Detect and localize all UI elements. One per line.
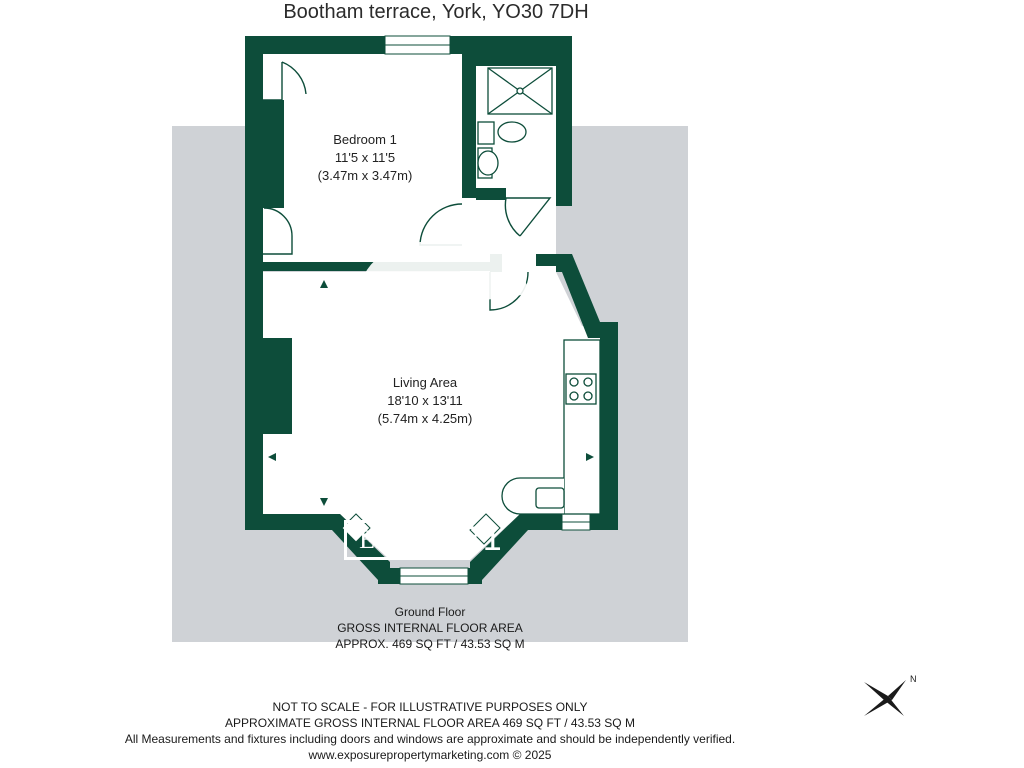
room-metric: (5.74m x 4.25m) (377, 411, 473, 426)
measure-arrows (268, 280, 594, 506)
floor-name: Ground Floor (394, 605, 466, 619)
address-title: Bootham terrace, York, YO30 7DH (283, 1, 589, 23)
bathroom-fixtures (477, 67, 553, 179)
walls (245, 36, 618, 584)
watermark-year: 1871 (426, 520, 502, 558)
kitchen-fixtures (501, 339, 601, 515)
footer-line-1: NOT TO SCALE - FOR ILLUSTRATIVE PURPOSES… (272, 700, 588, 714)
footer-line-3: All Measurements and fixtures including … (124, 732, 736, 746)
watermark-letter: S (340, 176, 547, 523)
room-metric: (3.47m x 3.47m) (317, 168, 413, 183)
room-label-living: Living Area 18'10 x 13'11 (5.74m x 4.25m… (350, 374, 500, 428)
north-arrow-icon: N (864, 674, 917, 716)
room-name: Bedroom 1 (333, 132, 397, 147)
floor-summary: Ground Floor GROSS INTERNAL FLOOR AREA A… (300, 604, 560, 652)
watermark-est: Est. (344, 520, 414, 560)
room-name: Living Area (392, 375, 458, 390)
room-label-bedroom: Bedroom 1 11'5 x 11'5 (3.47m x 3.47m) (290, 131, 440, 185)
floor-gross-label: GROSS INTERNAL FLOOR AREA (337, 621, 523, 635)
floor-approx-area: APPROX. 469 SQ FT / 43.53 SQ M (335, 637, 525, 651)
room-imperial: 18'10 x 13'11 (387, 393, 463, 408)
footer-line-4: www.exposurepropertymarketing.com © 2025 (308, 748, 552, 762)
doors (261, 61, 552, 311)
north-label: N (910, 674, 917, 684)
room-imperial: 11'5 x 11'5 (334, 150, 396, 165)
disclaimer-footer: NOT TO SCALE - FOR ILLUSTRATIVE PURPOSES… (0, 699, 860, 763)
footer-line-2: APPROXIMATE GROSS INTERNAL FLOOR AREA 46… (225, 716, 635, 730)
